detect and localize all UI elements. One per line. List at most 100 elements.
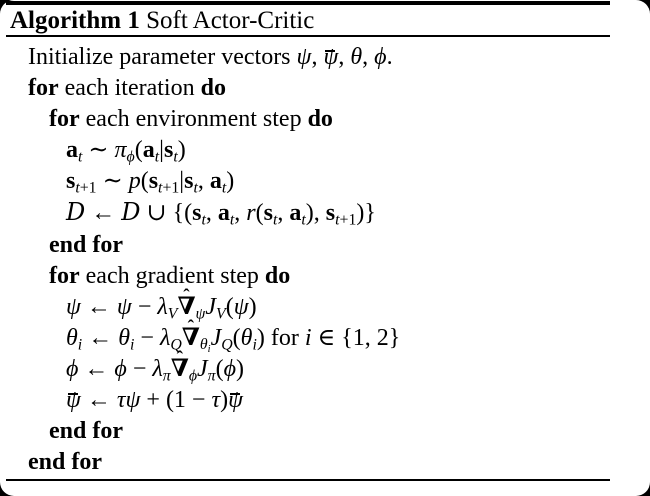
text-token: − <box>134 324 160 351</box>
keyword-token: do <box>200 75 226 102</box>
algorithm-line: D ← D ∪ {(st, at, r(st, at), st+1)} <box>28 197 642 229</box>
text-token: ∼ <box>96 168 129 195</box>
math-italic-token: θ <box>66 324 78 351</box>
text-token: ( <box>225 293 234 320</box>
math-italic-token: t <box>154 148 160 166</box>
text-token: , <box>277 200 290 227</box>
math-italic-token: ϕ <box>126 148 135 166</box>
algorithm-label: Algorithm 1 <box>10 7 140 34</box>
algorithm-line: end for <box>28 416 642 447</box>
keyword-token: end for <box>49 231 123 258</box>
math-bold-token: a <box>142 137 155 164</box>
hat-nabla-token: ˆ∇ <box>171 349 189 381</box>
math-italic-token: r <box>246 200 256 227</box>
text-token: ( <box>134 137 143 164</box>
math-italic-token: θ <box>118 324 130 351</box>
math-italic-token: t <box>229 211 235 229</box>
math-italic-token: i <box>130 336 135 354</box>
keyword-token: for <box>49 106 80 133</box>
text-token: ( <box>232 324 241 351</box>
math-bold-token: a <box>217 200 230 227</box>
math-italic-token: π <box>114 137 127 164</box>
math-bold-token: s <box>192 200 202 227</box>
math-italic-token: Q <box>170 336 182 354</box>
math-bold-token: s <box>66 168 76 195</box>
algorithm-line: Initialize parameter vectors ψ, ψ, θ, ϕ. <box>28 42 642 73</box>
text-token: +1 <box>79 179 97 197</box>
text-token: − <box>131 293 158 320</box>
text-token: Initialize parameter vectors <box>28 44 297 70</box>
keyword-token: for <box>49 262 80 289</box>
text-token: ∪ {( <box>140 200 193 227</box>
text-token: , <box>338 44 351 70</box>
math-italic-token: i <box>77 336 83 354</box>
algorithm-line: end for <box>28 447 642 478</box>
math-italic-token: J <box>210 324 222 351</box>
text-token: , <box>205 200 218 227</box>
text-token: +1 <box>162 179 180 197</box>
math-bold-token: a <box>209 168 222 195</box>
math-bold-token: s <box>163 137 174 164</box>
text-token: , <box>234 200 247 227</box>
subscript-token: t+1 <box>335 212 356 229</box>
text-token: ) <box>220 387 229 414</box>
subscript-token: i <box>78 336 82 353</box>
caption-rule <box>6 35 610 37</box>
math-italic-token: t <box>173 148 178 166</box>
overbar-token: ψ <box>66 387 81 414</box>
subscript-token: θi <box>200 336 211 355</box>
subscript-token: t <box>301 212 305 229</box>
hat-nabla-token: ˆ∇ <box>177 287 195 319</box>
math-italic-token: t <box>158 179 163 197</box>
subscript-token: t <box>222 180 226 197</box>
text-token: ) for <box>256 324 305 351</box>
bottom-rule <box>6 479 610 481</box>
text-token: ) <box>236 355 245 382</box>
keyword-token: for <box>28 75 59 102</box>
nabla-icon: ∇ <box>181 321 200 351</box>
text-token: − <box>126 355 153 382</box>
hat-nabla-token: ˆ∇ <box>181 318 200 351</box>
math-italic-token: V <box>216 305 226 323</box>
algorithm-body: Initialize parameter vectors ψ, ψ, θ, ϕ.… <box>28 42 642 478</box>
math-italic-token: p <box>128 168 141 195</box>
math-italic-token: t <box>221 179 227 197</box>
algorithm-line: for each iteration do <box>28 73 642 104</box>
text-token: ← <box>80 293 117 320</box>
algorithm-line: end for <box>28 230 642 261</box>
math-italic-token: J <box>197 355 208 382</box>
subscript-token: π <box>208 367 216 384</box>
math-italic-token: V <box>167 305 178 323</box>
overbar-token: ψ <box>228 387 243 414</box>
keyword-token: do <box>307 106 333 133</box>
math-italic-token: π <box>207 367 216 385</box>
text-token: ← <box>85 200 122 227</box>
text-token: ← <box>82 324 119 351</box>
text-token: + (1 − <box>140 387 212 414</box>
subscript-token: V <box>216 305 226 322</box>
math-italic-token: λ <box>159 324 171 351</box>
hat-mark: ˆ <box>176 348 183 370</box>
subscript-token: t+1 <box>158 180 179 197</box>
math-italic-token: t <box>75 179 80 197</box>
algorithm-line: ψ ← τψ + (1 − τ)ψ <box>28 385 642 416</box>
math-italic-token: ψ <box>195 305 206 323</box>
keyword-token: do <box>264 262 291 289</box>
text-token: ) <box>226 168 235 195</box>
text-token: ∼ <box>82 137 115 164</box>
math-italic-token: Q <box>221 336 233 354</box>
math-italic-token: ψ <box>233 293 249 320</box>
keyword-token: end for <box>28 449 102 476</box>
math-italic-token: t <box>272 211 278 229</box>
text-token: each gradient step <box>79 262 265 289</box>
hat-mark: ˆ <box>187 316 195 338</box>
math-italic-token: ϕ <box>188 367 198 385</box>
subscript-token: t <box>155 149 159 166</box>
text-token: ), <box>305 200 326 227</box>
math-bold-token: s <box>184 168 194 195</box>
text-token: | <box>179 168 185 195</box>
